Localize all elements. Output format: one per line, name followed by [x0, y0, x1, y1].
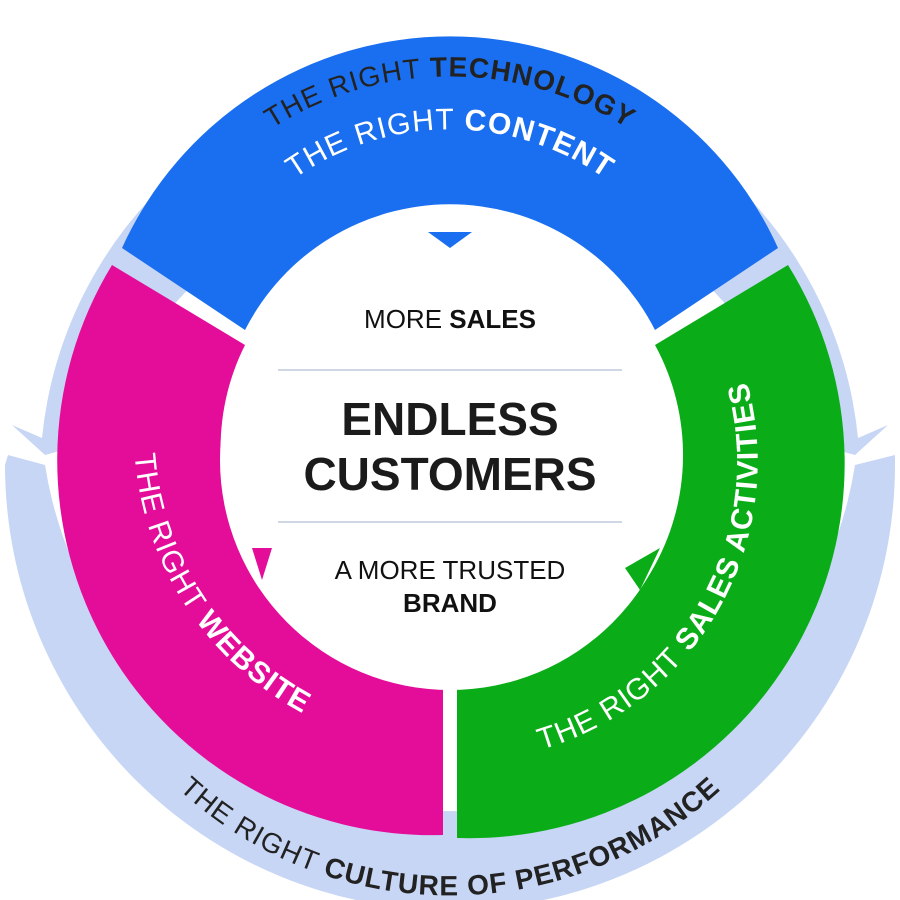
center-title-line1: ENDLESS	[341, 393, 558, 445]
center-bottom-line2: BRAND	[403, 588, 497, 618]
center-top-bold: SALES	[449, 304, 536, 334]
sales-activities-segment	[457, 265, 845, 839]
website-segment	[57, 265, 444, 836]
content-segment	[122, 36, 778, 331]
center-title-line2: CUSTOMERS	[303, 448, 596, 500]
center-circle	[220, 230, 680, 690]
center-top-label: MORE SALES	[364, 304, 536, 334]
website-arrow-tip	[252, 548, 272, 580]
sales-arrow-tip	[625, 548, 660, 590]
outer-ring-bottom-arc	[5, 455, 895, 900]
center-bottom-line1: A MORE TRUSTED	[335, 555, 566, 585]
center-top-light: MORE	[364, 304, 449, 334]
content-arrow-tip	[428, 232, 472, 248]
